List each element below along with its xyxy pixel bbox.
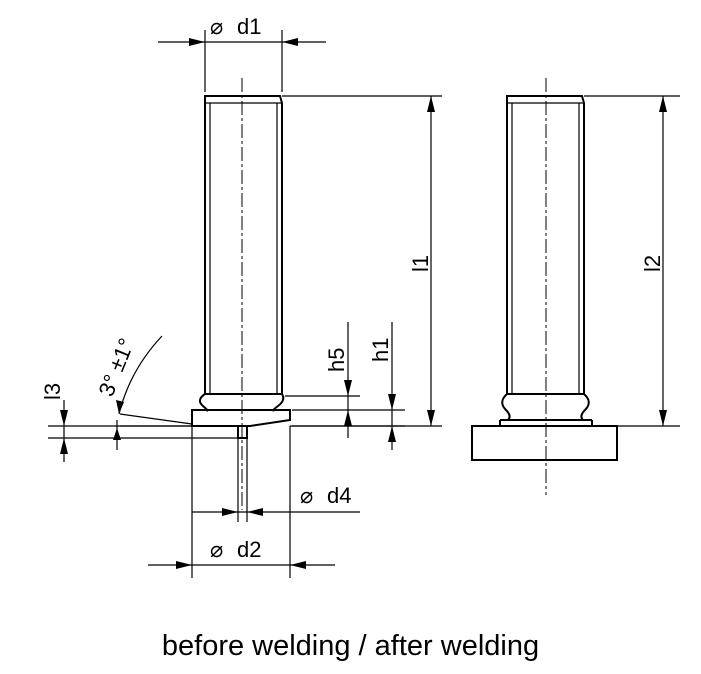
l3-label: l3 [40, 383, 65, 400]
d2-label: d2 [237, 537, 261, 562]
dimension-l1: l1 [282, 95, 442, 427]
d1-symbol: ⌀ [210, 14, 223, 39]
stud-before-welding [191, 78, 291, 510]
dimension-d1: ⌀ d1 [158, 14, 326, 92]
d1-label: d1 [237, 14, 261, 39]
right-weld-base [471, 425, 618, 461]
dimension-h1: h1 [292, 322, 405, 450]
caption: before welding / after welding [161, 630, 540, 662]
left-stud-shank [204, 95, 283, 395]
l2-label: l2 [640, 255, 665, 272]
stud-after-welding [471, 78, 618, 495]
dimension-d2: ⌀ d2 [148, 537, 335, 569]
h1-label: h1 [368, 338, 393, 362]
d4-label: d4 [327, 483, 351, 508]
left-stud-flange [191, 409, 291, 427]
angle-label: 3° ±1° [93, 335, 139, 400]
dimension-l3: l3 [40, 383, 247, 462]
l1-label: l1 [408, 255, 433, 272]
h5-label: h5 [324, 348, 349, 372]
dimension-angle: 3° ±1° [93, 335, 193, 450]
d2-symbol: ⌀ [210, 537, 223, 562]
d4-symbol: ⌀ [300, 483, 313, 508]
dimension-h5: h5 [285, 322, 405, 438]
dimension-d4: ⌀ d4 [191, 426, 360, 578]
dimension-l2: l2 [584, 95, 680, 427]
